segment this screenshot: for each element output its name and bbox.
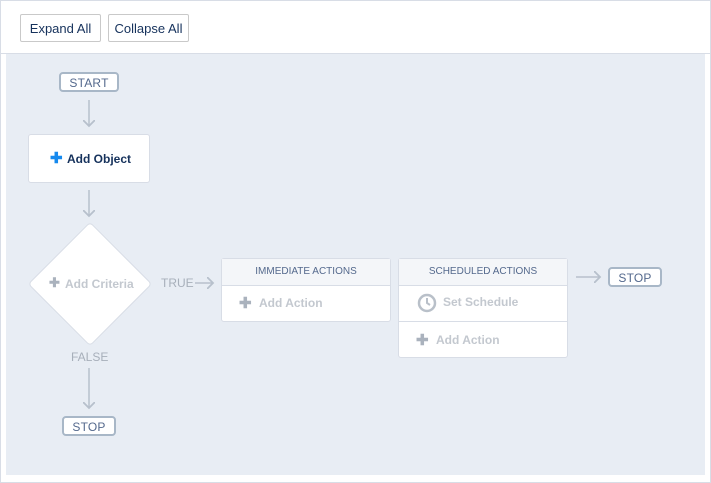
divider — [399, 321, 567, 322]
flow-canvas: START ✚ Add Object ✚ Add Criteria TRUE F… — [6, 54, 705, 475]
plus-icon: ✚ — [50, 150, 63, 167]
collapse-all-button[interactable]: Collapse All — [108, 14, 189, 42]
start-node: START — [59, 72, 119, 92]
add-object-label: Add Object — [67, 152, 132, 166]
plus-icon: ✚ — [239, 295, 252, 312]
immediate-actions-header: IMMEDIATE ACTIONS — [222, 259, 390, 286]
add-criteria-label[interactable]: Add Criteria — [65, 277, 134, 291]
scheduled-actions-group: SCHEDULED ACTIONS Set Schedule ✚ Add Act… — [398, 258, 568, 358]
set-schedule-label[interactable]: Set Schedule — [443, 295, 519, 309]
plus-icon: ✚ — [49, 275, 60, 290]
connector-lines — [6, 100, 705, 475]
scheduled-add-action[interactable]: Add Action — [436, 333, 500, 347]
false-label: FALSE — [71, 350, 109, 364]
stop-node-right: STOP — [608, 267, 662, 287]
expand-all-button[interactable]: Expand All — [20, 14, 101, 42]
scheduled-actions-header: SCHEDULED ACTIONS — [399, 259, 567, 286]
stop-node-false: STOP — [62, 416, 116, 436]
toolbar: Expand All Collapse All — [1, 1, 710, 54]
immediate-actions-group: IMMEDIATE ACTIONS ✚ Add Action — [221, 258, 391, 322]
add-object-node[interactable]: ✚ Add Object — [28, 134, 150, 183]
true-label: TRUE — [161, 276, 194, 290]
plus-icon: ✚ — [416, 332, 429, 349]
clock-icon — [417, 293, 437, 313]
immediate-add-action[interactable]: Add Action — [259, 296, 323, 310]
